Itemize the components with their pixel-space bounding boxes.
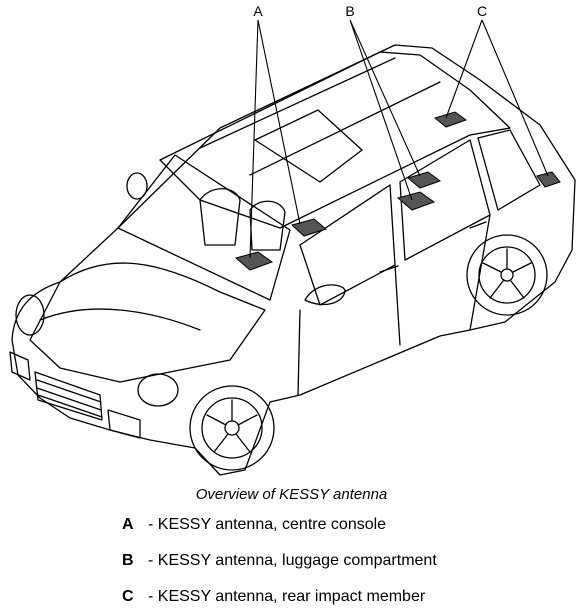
legend-row-c: C - KESSY antenna, rear impact member — [122, 588, 425, 606]
front-wheel-tire — [189, 385, 275, 471]
antenna-a-1 — [234, 251, 274, 271]
front-wheel-rim — [201, 397, 263, 459]
legend-row-a: A - KESSY antenna, centre console — [122, 516, 386, 534]
callout-letter-a: A — [253, 3, 263, 19]
rear-wheel-spokes — [482, 248, 532, 299]
legend-text: - KESSY antenna, luggage compartment — [148, 552, 437, 569]
roof — [159, 51, 511, 229]
legend-key: C — [122, 588, 134, 605]
interior-seats — [199, 188, 286, 251]
door-handles — [379, 221, 487, 273]
side-window-quarter — [477, 129, 541, 211]
mirror-left — [126, 172, 148, 200]
antenna-b-2 — [396, 191, 436, 211]
car-antenna-diagram: A B C — [9, 3, 576, 476]
sunroof — [254, 109, 363, 183]
antenna-b-1 — [406, 171, 442, 189]
front-wheel-hub — [224, 420, 240, 436]
fog-light-right — [107, 409, 141, 439]
legend-key: B — [122, 552, 134, 569]
figure-caption: Overview of KESSY antenna — [195, 486, 388, 503]
grille — [34, 371, 103, 421]
fog-light-left — [9, 351, 31, 381]
callout-letter-b: B — [345, 3, 354, 19]
leader-c — [445, 19, 549, 177]
rear-wheel-tire — [466, 234, 548, 316]
headlight-right — [137, 373, 179, 407]
antenna-a-2 — [290, 218, 328, 237]
leader-a — [249, 19, 301, 259]
legend-text: - KESSY antenna, centre console — [148, 516, 387, 533]
grille-slats — [36, 379, 103, 418]
leader-b — [349, 19, 421, 201]
roof-rails — [199, 57, 441, 176]
rear-wheel-rim — [478, 246, 536, 304]
windshield — [117, 154, 291, 301]
hood-crease — [39, 308, 201, 331]
legend-text: - KESSY antenna, rear impact member — [148, 588, 426, 605]
legend-key: A — [122, 516, 134, 533]
callout-letter-c: C — [477, 3, 487, 19]
antenna-c-1 — [433, 111, 468, 128]
rear-wheel-hub — [500, 268, 514, 282]
mirror-right — [304, 284, 346, 306]
door-lines — [297, 214, 491, 396]
front-wheel-spokes — [206, 399, 258, 453]
legend-row-b: B - KESSY antenna, luggage compartment — [122, 552, 437, 570]
side-window-front — [299, 184, 396, 306]
headlight-left — [15, 294, 45, 336]
car-body-outline — [11, 44, 576, 476]
